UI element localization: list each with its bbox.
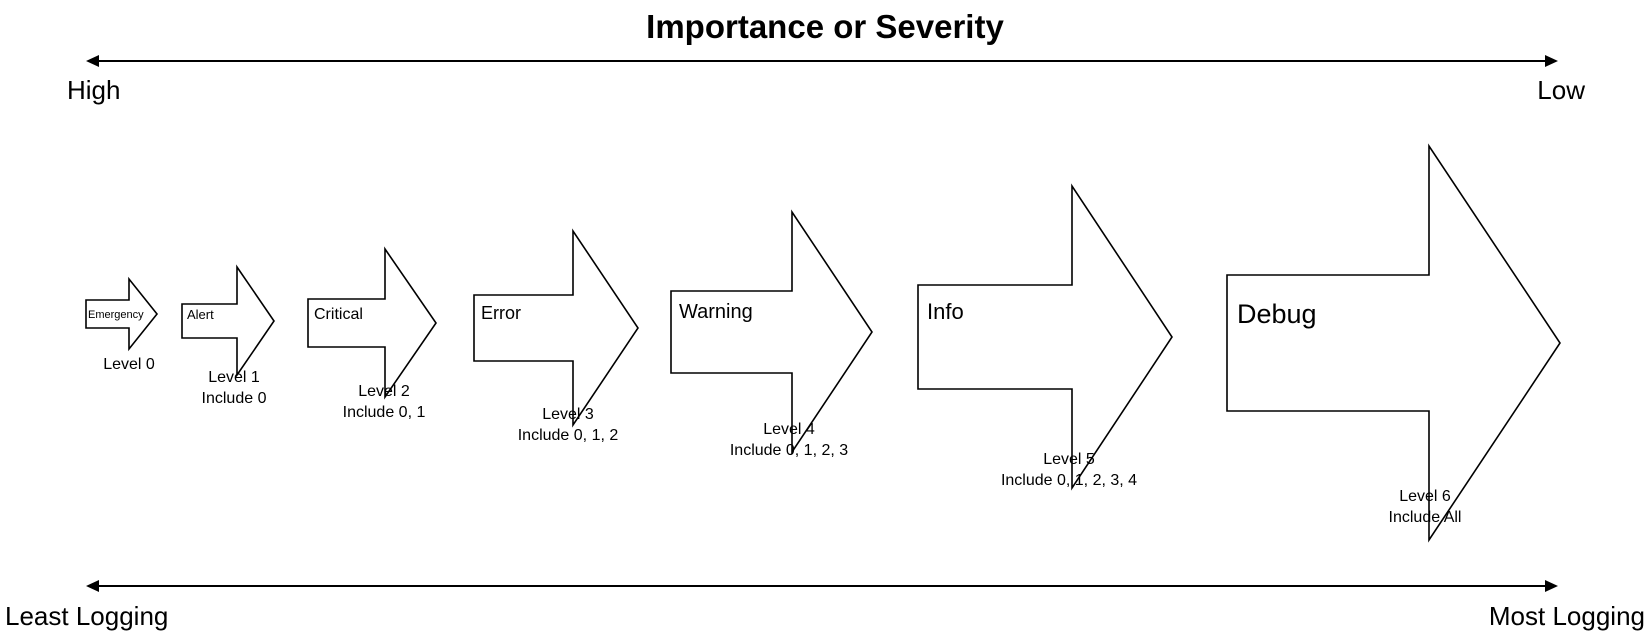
arrow-shape-error <box>473 228 639 428</box>
level-include-warning: Include 0, 1, 2, 3 <box>730 442 848 459</box>
severity-axis-left-arrowhead <box>86 55 99 67</box>
arrow-shape-debug <box>1226 143 1561 543</box>
arrow-shape-critical <box>307 246 437 400</box>
severity-axis <box>86 55 1558 67</box>
logging-axis-left-arrowhead <box>86 580 99 592</box>
arrow-label-alert: Alert <box>187 307 214 322</box>
level-include-debug: Include All <box>1389 509 1462 526</box>
arrow-label-info: Info <box>927 299 964 324</box>
severity-axis-right-arrowhead <box>1545 55 1558 67</box>
arrow-label-critical: Critical <box>314 306 363 323</box>
level-number-critical: Level 2 <box>358 383 410 400</box>
level-number-info: Level 5 <box>1043 451 1095 468</box>
arrow-shape-alert <box>181 264 275 378</box>
arrow-label-debug: Debug <box>1237 299 1317 329</box>
level-include-critical: Include 0, 1 <box>343 404 426 421</box>
arrow-label-error: Error <box>481 303 521 323</box>
level-number-emergency: Level 0 <box>103 356 155 373</box>
arrow-label-warning: Warning <box>679 301 753 323</box>
logging-axis-right-arrowhead <box>1545 580 1558 592</box>
least-logging-label: Least Logging <box>5 601 168 631</box>
level-include-alert: Include 0 <box>202 390 267 407</box>
severity-high-label: High <box>67 75 120 105</box>
arrow-label-emergency: Emergency <box>88 309 144 321</box>
most-logging-label: Most Logging <box>1489 601 1645 631</box>
level-number-warning: Level 4 <box>763 421 815 438</box>
logging-axis <box>86 580 1558 592</box>
arrow-shape-info <box>917 183 1173 491</box>
level-number-debug: Level 6 <box>1399 488 1451 505</box>
level-include-error: Include 0, 1, 2 <box>518 427 619 444</box>
arrow-shape-warning <box>670 209 873 455</box>
severity-low-label: Low <box>1537 75 1585 105</box>
level-include-info: Include 0, 1, 2, 3, 4 <box>1001 472 1137 489</box>
level-number-alert: Level 1 <box>208 369 260 386</box>
diagram-title: Importance or Severity <box>646 8 1004 45</box>
level-number-error: Level 3 <box>542 406 594 423</box>
arrow-shape-emergency <box>85 276 159 352</box>
